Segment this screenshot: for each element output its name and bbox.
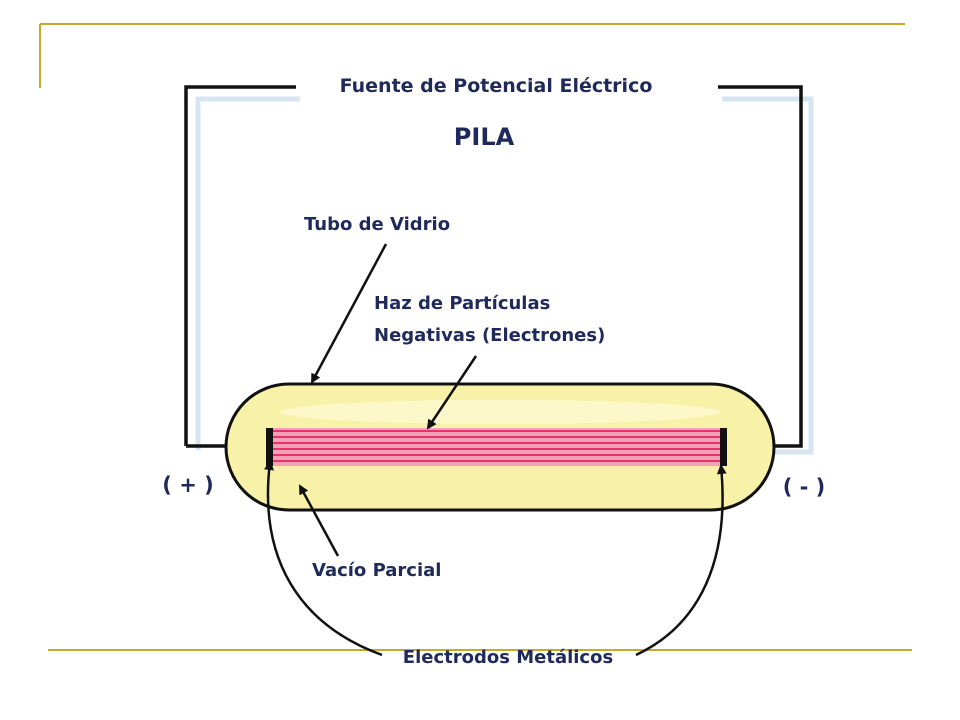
negative-electrode	[720, 428, 727, 466]
negative-terminal-label: ( - )	[783, 475, 826, 499]
circuit-wire	[184, 85, 803, 448]
power-source-label: Fuente de Potencial Eléctrico	[340, 75, 653, 97]
right-electrode-arrow-icon	[635, 464, 727, 657]
beam-label-line1: Haz de Partículas	[374, 293, 550, 314]
positive-terminal-label: ( + )	[162, 473, 213, 497]
glass-tube-highlight	[280, 400, 720, 424]
vacuum-arrow-icon	[298, 484, 340, 557]
vacuum-label: Vacío Parcial	[312, 560, 441, 581]
beam-arrow-icon	[426, 355, 478, 430]
battery-label: PILA	[454, 123, 515, 151]
electron-beam	[273, 428, 721, 466]
positive-electrode	[266, 428, 273, 466]
glass-tube-label: Tubo de Vidrio	[304, 214, 450, 235]
left-electrode-arrow-icon	[264, 460, 383, 657]
beam-label-line2: Negativas (Electrones)	[374, 325, 605, 346]
glass-tube-arrow-icon	[310, 243, 388, 384]
electrodes-label: Electrodos Metálicos	[403, 647, 613, 668]
circuit-wire-shadow	[195, 96, 814, 455]
